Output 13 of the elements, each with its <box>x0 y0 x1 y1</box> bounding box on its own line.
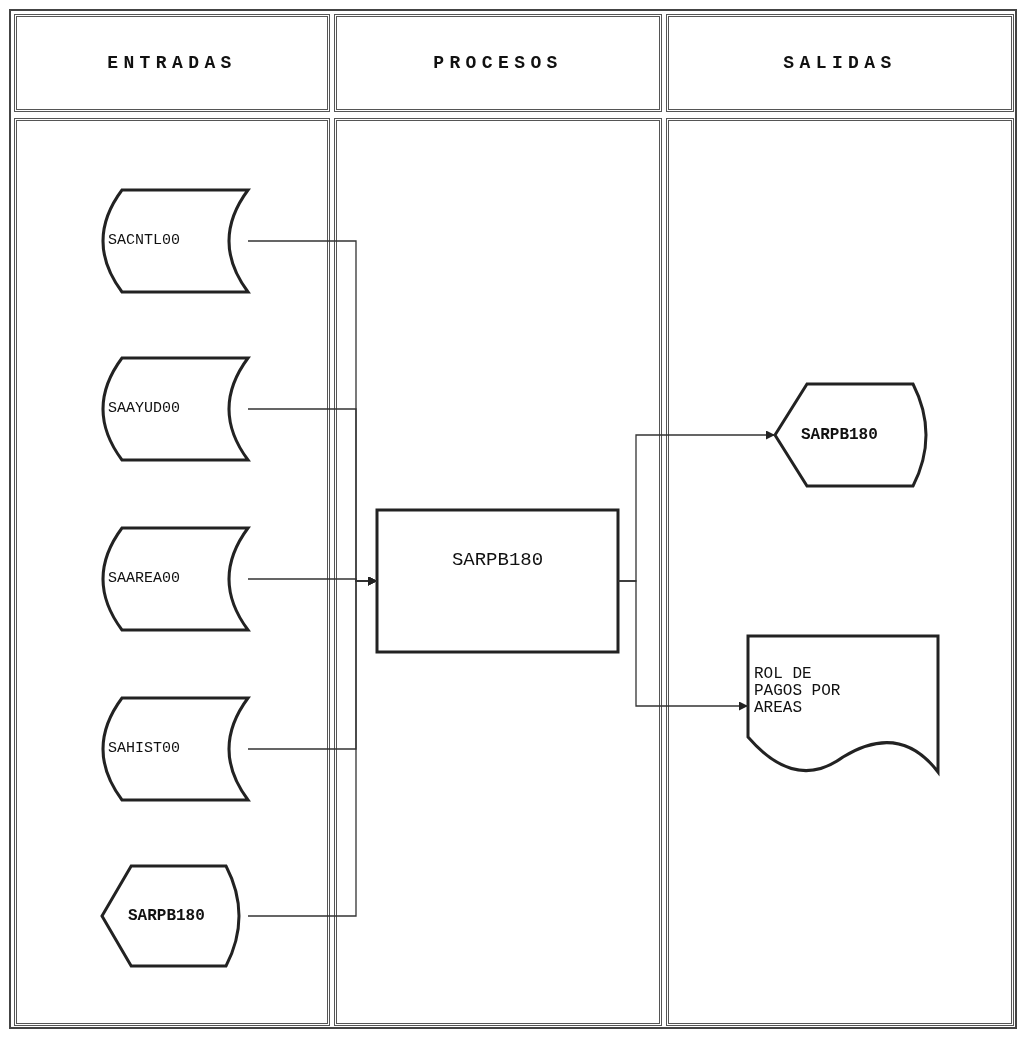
connector-arrow <box>247 576 378 917</box>
lane-title: ENTRADAS <box>107 53 237 73</box>
node-label: SAAREA00 <box>108 571 180 587</box>
node-label: ROL DE PAGOS POR AREAS <box>754 666 842 717</box>
connector-arrow <box>617 580 749 711</box>
node-label: SARPB180 <box>128 907 205 925</box>
node-label: SARPB180 <box>801 426 878 444</box>
node-label: SAAYUD00 <box>108 401 180 417</box>
node-label: SACNTL00 <box>108 233 180 249</box>
lane-title: PROCESOS <box>433 53 563 73</box>
node-label: SARPB180 <box>451 551 544 571</box>
node-label: SAHIST00 <box>108 741 180 757</box>
lane-title: SALIDAS <box>783 53 897 73</box>
